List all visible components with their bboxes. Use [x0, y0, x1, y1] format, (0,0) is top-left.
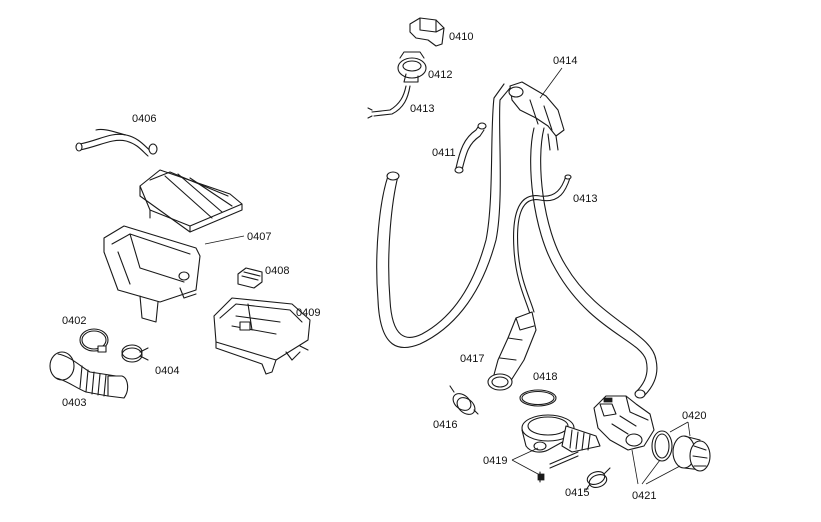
callout-0418: 0418 [533, 371, 557, 383]
callout-0403: 0403 [62, 397, 86, 409]
leader-0421c [645, 465, 681, 485]
callout-0408: 0408 [265, 265, 289, 277]
part-0407-dispenser[interactable] [103, 169, 243, 323]
callout-0419: 0419 [483, 455, 507, 467]
callout-0413-upper: 0413 [410, 103, 434, 115]
callout-0416: 0416 [433, 419, 457, 431]
part-0415-clamp[interactable] [585, 467, 611, 491]
leader-0419a [511, 447, 539, 461]
leader-0414 [539, 67, 563, 99]
part-0416-clamp[interactable] [449, 385, 479, 418]
callout-0413-lower: 0413 [573, 193, 597, 205]
callout-0420: 0420 [682, 410, 706, 422]
drain-pump-body[interactable] [593, 395, 655, 451]
part-0413-tube-lower[interactable] [513, 174, 572, 315]
callout-0417: 0417 [460, 353, 484, 365]
part-0402-clamp[interactable] [79, 328, 109, 353]
part-0408-insert[interactable] [237, 267, 263, 289]
leader-0407 [204, 235, 245, 245]
part-0414-hose-assembly[interactable] [376, 81, 658, 399]
part-0420-filter[interactable] [672, 435, 711, 472]
callout-0421: 0421 [632, 490, 656, 502]
callout-0409: 0409 [296, 307, 320, 319]
callout-0406: 0406 [132, 113, 156, 125]
part-0409-drawer[interactable] [213, 297, 311, 375]
part-0410-connector[interactable] [409, 17, 445, 47]
part-0406-hose[interactable] [75, 128, 158, 157]
leader-0420b [687, 421, 691, 437]
callout-0412: 0412 [428, 69, 452, 81]
part-0421-seal[interactable] [651, 430, 673, 462]
callout-0404: 0404 [155, 365, 179, 377]
callout-0411: 0411 [432, 147, 456, 159]
part-0417-chamber[interactable] [487, 311, 537, 391]
callout-0414: 0414 [553, 55, 577, 67]
part-0418-seal[interactable] [519, 389, 557, 407]
part-0413-tube-upper[interactable] [367, 85, 411, 119]
part-0419-pump-housing[interactable] [521, 414, 601, 483]
callout-0402: 0402 [62, 315, 86, 327]
leader-0420a [669, 421, 689, 433]
callout-0407: 0407 [247, 231, 271, 243]
part-0412-pressure-switch[interactable] [397, 51, 427, 83]
callout-0410: 0410 [449, 31, 473, 43]
leader-0421b [641, 459, 661, 485]
leader-0419b [511, 459, 539, 475]
part-0404-clamp[interactable] [121, 344, 149, 363]
callout-0415: 0415 [565, 487, 589, 499]
part-0403-bellows[interactable] [49, 351, 129, 399]
leader-0421a [631, 449, 639, 485]
part-0411-hose[interactable] [454, 122, 487, 174]
